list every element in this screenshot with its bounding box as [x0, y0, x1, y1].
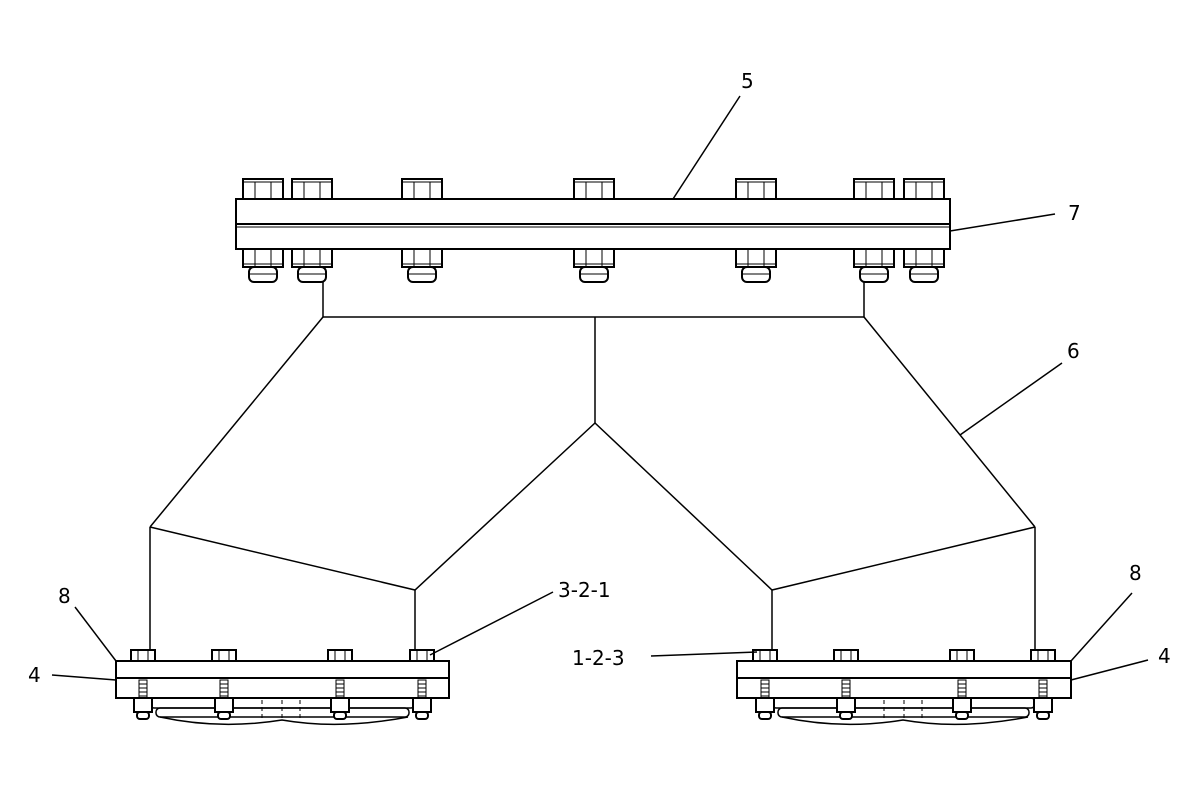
bolt-head	[130, 649, 156, 662]
bolt-head	[853, 178, 895, 200]
bolt-nut	[412, 697, 432, 713]
bolt-head	[752, 649, 778, 662]
bolt-head	[242, 178, 284, 200]
bolt-head	[573, 178, 615, 200]
lower-flange-bolt	[130, 649, 156, 720]
bolt-head	[401, 178, 443, 200]
top-flange-bolts	[242, 178, 945, 283]
leader-7	[949, 213, 1056, 232]
bolt-nut	[133, 697, 153, 713]
bolt-nut	[755, 697, 775, 713]
callout-labels: 5 7 6 8 8 4 4 3-2-1 1-2-3	[28, 69, 1171, 687]
top-flange-bolt	[291, 178, 333, 283]
leader-8-left	[74, 606, 117, 662]
callout-1-2-3: 1-2-3	[572, 646, 625, 670]
leader-8-right	[1070, 592, 1133, 662]
top-flange	[235, 178, 951, 283]
top-flange-bolt	[401, 178, 443, 283]
leader-6	[959, 362, 1063, 436]
callout-8-left: 8	[58, 584, 71, 608]
leader-3-2-1	[429, 591, 554, 656]
bolt-head	[211, 649, 237, 662]
leader-4-left	[51, 674, 117, 681]
bolt-head	[949, 649, 975, 662]
leader-5	[672, 95, 741, 200]
lower-flange-bolt	[949, 649, 975, 720]
top-flange-bolt	[853, 178, 895, 283]
lower-left-flange-bolts	[130, 649, 435, 720]
bolt-head	[409, 649, 435, 662]
top-flange-bolt	[573, 178, 615, 283]
lower-right-flange	[736, 649, 1072, 726]
lower-left-flange-underside	[149, 697, 416, 726]
lower-flange-bolt	[833, 649, 859, 720]
callout-4-left: 4	[28, 663, 41, 687]
leader-4-right	[1070, 659, 1149, 681]
bolt-head	[1030, 649, 1056, 662]
lower-right-flange-bolts	[752, 649, 1056, 720]
top-flange-bolt	[735, 178, 777, 283]
bolt-nut	[952, 697, 972, 713]
bolt-head	[735, 178, 777, 200]
lower-flange-bolt	[211, 649, 237, 720]
callout-3-2-1: 3-2-1	[558, 578, 611, 602]
leader-1-2-3	[650, 651, 758, 657]
callout-4-right: 4	[1158, 644, 1171, 668]
callout-6: 6	[1067, 339, 1080, 363]
bolt-nut	[1033, 697, 1053, 713]
bolt-head	[327, 649, 353, 662]
y-pipe-body	[149, 282, 1036, 650]
lower-flange-bolt	[752, 649, 778, 720]
lower-flange-bolt	[409, 649, 435, 720]
y-pipe-branch-lines	[149, 421, 1036, 591]
lower-left-flange	[115, 649, 450, 726]
bolt-nut	[214, 697, 234, 713]
lower-flange-bolt	[327, 649, 353, 720]
bolt-head	[833, 649, 859, 662]
bolt-nut	[836, 697, 856, 713]
callout-5: 5	[741, 69, 754, 93]
bolt-head	[903, 178, 945, 200]
bolt-nut	[330, 697, 350, 713]
lower-flange-bolt	[1030, 649, 1056, 720]
bolt-head	[291, 178, 333, 200]
y-pipe-neck	[322, 282, 865, 318]
lower-right-flange-underside	[771, 697, 1036, 726]
callout-7: 7	[1068, 201, 1081, 225]
callout-8-right: 8	[1129, 561, 1142, 585]
top-flange-bolt	[903, 178, 945, 283]
leader-lines	[51, 95, 1149, 681]
top-flange-bolt	[242, 178, 284, 283]
